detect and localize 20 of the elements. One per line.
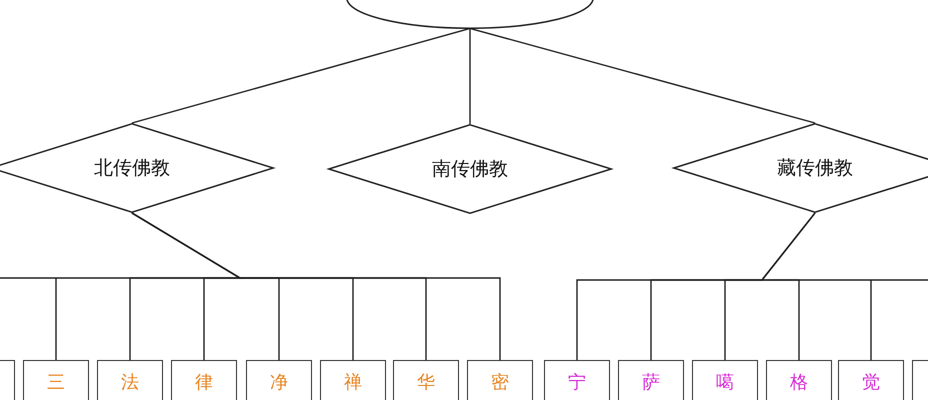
school-box: 宁 xyxy=(544,360,610,400)
school-box: 法 xyxy=(97,360,163,400)
school-box: 禅 xyxy=(320,360,386,400)
category-diamond: 藏传佛教 xyxy=(673,123,928,213)
school-box: 密 xyxy=(467,360,533,400)
school-box: 格 xyxy=(766,360,832,400)
school-box: 华 xyxy=(393,360,459,400)
school-box: 觉 xyxy=(838,360,904,400)
connector-line xyxy=(132,28,470,124)
school-box: 萨 xyxy=(618,360,684,400)
connector-line xyxy=(470,28,816,124)
category-diamond: 南传佛教 xyxy=(328,124,612,214)
school-box: 律 xyxy=(171,360,237,400)
connector-line xyxy=(132,212,501,360)
connector-line xyxy=(469,28,471,124)
school-box: 噶 xyxy=(692,360,758,400)
school-box: 三 xyxy=(23,360,89,400)
connector-line xyxy=(760,212,928,360)
school-box: 净 xyxy=(246,360,312,400)
category-diamond: 北传佛教 xyxy=(0,123,274,213)
